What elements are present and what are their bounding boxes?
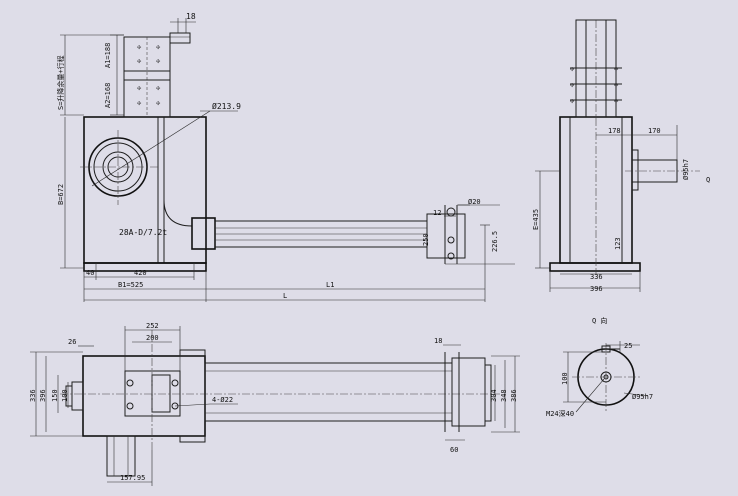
q-view: Q 向 25 100 Ø95h7 M24深40 <box>546 316 653 418</box>
top-dim-60: 60 <box>450 446 458 454</box>
top-flange <box>124 370 181 417</box>
top-dim-348: 348 <box>500 389 508 402</box>
svg-text:✢: ✢ <box>614 65 619 73</box>
svg-text:✢: ✢ <box>137 84 142 92</box>
front-dim-b: B=672 <box>57 184 65 205</box>
q-dim-thread: M24深40 <box>546 409 574 418</box>
top-body <box>82 355 206 437</box>
column-bolts: ✢ ✢ ✢ ✢ ✢ ✢ ✢ ✢ <box>137 43 161 107</box>
top-dim-18: 18 <box>434 337 442 345</box>
top-dim-386: 386 <box>510 389 518 402</box>
top-dim-304: 304 <box>490 389 498 402</box>
front-dim-a2: A2=168 <box>104 83 112 108</box>
side-dim-178: 178 <box>608 127 621 135</box>
svg-text:✢: ✢ <box>570 81 575 89</box>
top-dim-100: 100 <box>61 389 69 402</box>
front-dim-l: L <box>283 292 287 300</box>
q-dim-25: 25 <box>624 342 632 350</box>
top-end-bracket <box>451 357 486 427</box>
side-base <box>549 262 641 272</box>
top-holes: 4-Ø22 <box>212 396 233 404</box>
front-dim-40: 40 <box>86 269 94 277</box>
front-view: Ø213.9 ✢ ✢ ✢ ✢ ✢ ✢ ✢ ✢ 18 A1=188 A2=168 S=升降… <box>56 12 515 302</box>
svg-text:✢: ✢ <box>137 57 142 65</box>
side-dim-396: 396 <box>590 285 603 293</box>
base-plate <box>83 262 207 272</box>
top-dim-200: 200 <box>146 334 159 342</box>
svg-text:✢: ✢ <box>156 99 161 107</box>
front-dim-12: 12 <box>433 209 441 217</box>
side-dim-336: 336 <box>590 273 603 281</box>
svg-text:✢: ✢ <box>137 99 142 107</box>
front-dim-18: 18 <box>186 12 196 21</box>
side-view: ✢ ✢ ✢ ✢ ✢ ✢ 178 170 Ø95h7 Q E=435 123 336 3… <box>532 19 710 293</box>
svg-text:✢: ✢ <box>614 97 619 105</box>
end-bracket <box>426 213 466 259</box>
side-column-flanges: ✢ ✢ ✢ ✢ ✢ ✢ <box>570 65 622 105</box>
top-arm <box>204 362 453 422</box>
front-dim-250: 250 <box>422 233 430 246</box>
top-dim-396: 396 <box>39 389 47 402</box>
top-dim-157: 157.95 <box>120 474 145 482</box>
svg-text:✢: ✢ <box>570 65 575 73</box>
front-dim-s: S=升降余量+行程 <box>56 55 65 110</box>
side-dim-170: 170 <box>648 127 661 135</box>
svg-text:✢: ✢ <box>614 81 619 89</box>
front-dim-b1: B1=525 <box>118 281 143 289</box>
top-dim-150: 150 <box>51 389 59 402</box>
top-dim-252: 252 <box>146 322 159 330</box>
top-dim-336: 336 <box>29 389 37 402</box>
front-diameter-label: Ø213.9 <box>212 101 241 111</box>
front-dim-a1: A1=188 <box>104 43 112 68</box>
side-dim-123: 123 <box>614 237 622 250</box>
top-dim-26: 26 <box>68 338 76 346</box>
front-dim-20: Ø20 <box>468 198 481 206</box>
q-view-title: Q 向 <box>592 316 607 325</box>
model-label: 28A-D/7.2t <box>119 228 167 237</box>
side-dim-e: E=435 <box>532 209 540 230</box>
gearbox-body <box>83 116 207 264</box>
q-dim-100: 100 <box>561 372 569 385</box>
side-dim-shaft: Ø95h7 <box>682 159 690 180</box>
svg-text:✢: ✢ <box>156 84 161 92</box>
top-view: 252 200 26 18 336 396 150 100 4-Ø22 304 … <box>29 322 520 486</box>
side-arrow-q: Q <box>706 176 710 184</box>
front-dim-226: 226.5 <box>491 231 499 252</box>
svg-text:✢: ✢ <box>156 43 161 51</box>
top-shaft-stub <box>106 435 136 477</box>
front-dim-l1: L1 <box>326 281 334 289</box>
svg-text:✢: ✢ <box>156 57 161 65</box>
front-dim-420: 420 <box>134 269 147 277</box>
actuator-clamp <box>191 217 216 250</box>
svg-text:✢: ✢ <box>570 97 575 105</box>
q-dim-shaft: Ø95h7 <box>632 393 653 401</box>
svg-text:✢: ✢ <box>137 43 142 51</box>
